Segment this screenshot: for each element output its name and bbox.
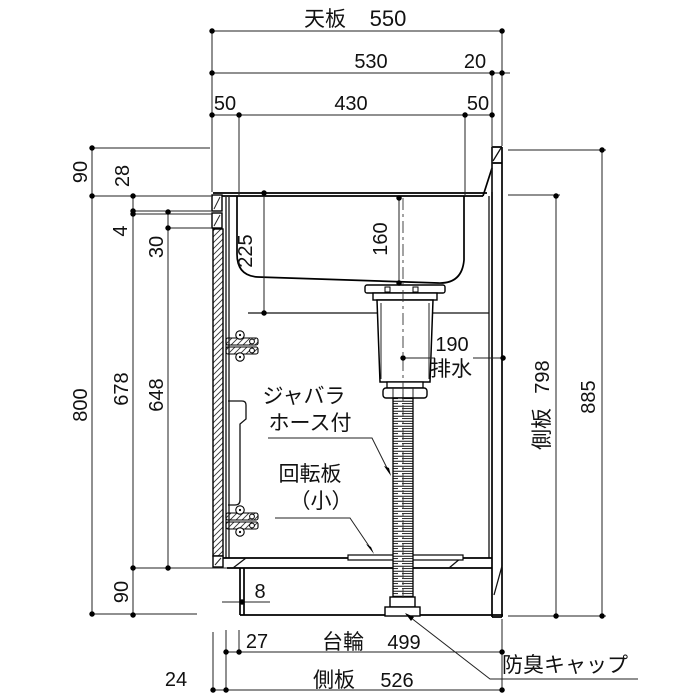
leader-arrow-cap [405, 613, 414, 621]
dim-overall-height: 885 [578, 380, 600, 413]
dim-drain-offset: 190 [435, 334, 468, 356]
dim-counter-depth: 530 [354, 51, 387, 73]
annotation-labels: ジャバラ ホース付 回転板 （小） 防臭キャップ [263, 385, 628, 677]
dim-inner: 648 [146, 378, 168, 411]
drain-flange-slot [384, 286, 391, 293]
label-plate-line1: 回転板 [279, 463, 342, 486]
leader-arrow-plate [366, 544, 374, 554]
hinge-lower [225, 505, 259, 537]
door-panel [212, 228, 224, 557]
dim-rail: 4 [110, 225, 132, 236]
hinge-pin [249, 522, 255, 529]
hinge-pin [249, 347, 255, 354]
extension-lines [92, 31, 606, 692]
label-hose-line2: ホース付 [269, 412, 352, 435]
dim-kick-inset: 27 [246, 631, 268, 653]
door-bottom-diagonal [214, 557, 222, 566]
drain-neck [386, 381, 424, 389]
hinge-screw-dot [238, 355, 242, 359]
hinge-pin [249, 513, 255, 520]
dim-front-margin: 50 [214, 93, 236, 115]
countertop-outline [213, 167, 493, 197]
hinge-screw-dot [238, 333, 242, 337]
label-side-panel: 側板 [531, 408, 554, 450]
dim-lip: 30 [146, 236, 168, 258]
drain-cup-inner-lines [380, 303, 430, 379]
dimension-labels: 天板 550 530 20 50 430 50 90 28 4 30 800 6… [70, 6, 600, 692]
sink-bowl [236, 196, 465, 284]
dim-side-panel-depth: 526 [380, 670, 413, 692]
dim-inner-front: 678 [111, 372, 133, 405]
front-rail-diagonal [213, 214, 221, 227]
drain-assembly [364, 284, 446, 399]
counter-front-edge-diagonal [213, 196, 221, 210]
label-drain: 排水 [430, 358, 472, 381]
dimension-lines [91, 30, 603, 691]
dim-base-height: 90 [111, 581, 133, 603]
dim-front-inset: 24 [165, 669, 187, 691]
odor-cap-base [384, 606, 421, 617]
leader-lines [268, 437, 638, 680]
dim-opening: 430 [334, 93, 367, 115]
leader-arrow-hose [384, 466, 391, 476]
label-plate-line2: （小） [290, 490, 353, 513]
hinge-upper [225, 330, 259, 362]
front-frame-lines [225, 196, 490, 558]
hinge-screw-dot [238, 508, 242, 512]
dim-base-frame-width: 499 [387, 632, 420, 654]
label-hose-line1: ジャバラ [263, 385, 346, 408]
dim-backsplash-height: 90 [70, 161, 92, 183]
cabinet-structure [211, 146, 503, 618]
odor-cap [384, 596, 421, 617]
hinge-screw-dot [238, 530, 242, 534]
toe-kick [239, 568, 245, 615]
dim-top-total: 550 [370, 6, 407, 31]
dim-side-panel-height: 798 [532, 360, 554, 393]
hinge-pin [249, 338, 255, 345]
odor-cap-neck [389, 596, 416, 608]
dimension-dots [89, 28, 605, 693]
drain-cup [376, 299, 434, 383]
label-odor-cap: 防臭キャップ [502, 654, 628, 677]
back-panel-outline [491, 146, 503, 618]
drain-flange [364, 284, 446, 294]
dim-bowl-depth-front: 225 [235, 234, 257, 267]
drain-flange-slot [412, 286, 419, 293]
label-side-panel-bottom: 側板 [313, 669, 355, 692]
label-top-panel: 天板 [304, 8, 346, 31]
door-catch [228, 400, 247, 506]
drain-collar [372, 292, 438, 301]
dim-back-panel: 20 [464, 51, 486, 73]
dim-bowl-depth-drain: 160 [370, 222, 392, 255]
drain-nut [382, 387, 428, 399]
label-base-frame: 台輪 [322, 631, 364, 654]
dim-body-height: 800 [70, 388, 92, 421]
back-panel-cut-marks [492, 147, 503, 596]
dim-counter-edge: 28 [112, 165, 134, 187]
dim-kick-board: 8 [254, 581, 265, 603]
dimension-graphics [89, 28, 638, 693]
dim-back-margin: 50 [467, 93, 489, 115]
